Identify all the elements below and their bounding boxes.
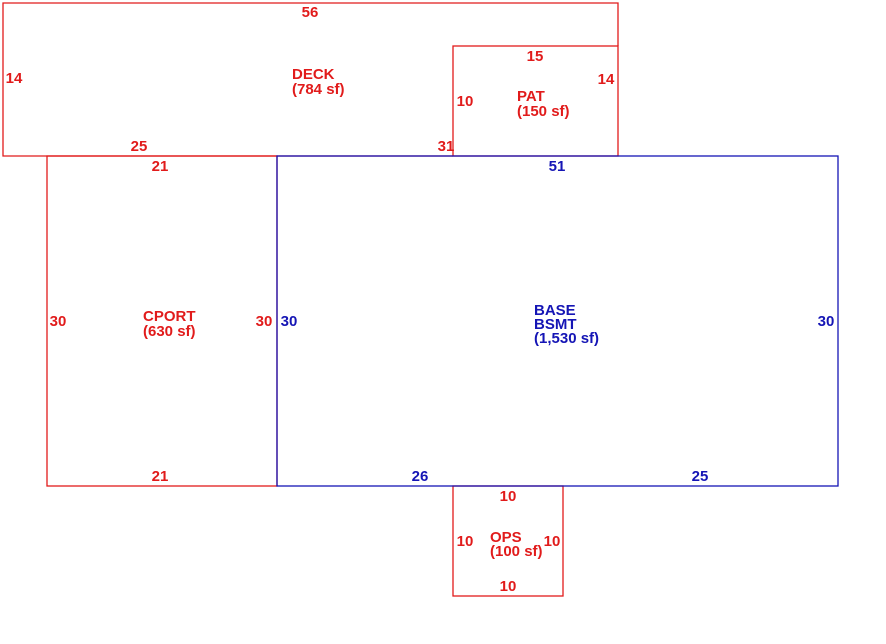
basement-area: (1,530 sf) bbox=[534, 330, 599, 347]
basement-dim-right: 30 bbox=[818, 313, 835, 330]
patio-dim-right: 14 bbox=[598, 71, 615, 88]
basement-outline bbox=[276, 155, 839, 487]
basement-name-line2: BSMT bbox=[534, 316, 577, 333]
deck-dim-top: 56 bbox=[302, 4, 319, 21]
carport-area: (630 sf) bbox=[143, 323, 196, 340]
deck-dim-bottom-right: 31 bbox=[438, 138, 455, 155]
basement-dim-bottom-left: 26 bbox=[412, 468, 429, 485]
basement-dim-left: 30 bbox=[281, 313, 298, 330]
patio-name: PAT bbox=[517, 88, 545, 105]
deck-name: DECK bbox=[292, 66, 335, 83]
carport-dim-left: 30 bbox=[50, 313, 67, 330]
patio-dim-top: 15 bbox=[527, 48, 544, 65]
basement-name-line1: BASE bbox=[534, 302, 576, 319]
patio-area: (150 sf) bbox=[517, 103, 570, 120]
open-porch-area: (100 sf) bbox=[490, 543, 543, 560]
deck-dim-left: 14 bbox=[6, 70, 23, 87]
open-porch-dim-left: 10 bbox=[457, 533, 474, 550]
basement-dim-bottom-right: 25 bbox=[692, 468, 709, 485]
basement-dim-top: 51 bbox=[549, 158, 566, 175]
patio-dim-left: 10 bbox=[457, 93, 474, 110]
carport-dim-top: 21 bbox=[152, 158, 169, 175]
open-porch-name: OPS bbox=[490, 529, 522, 546]
deck-dim-bottom-left: 25 bbox=[131, 138, 148, 155]
open-porch-dim-right: 10 bbox=[544, 533, 561, 550]
deck-area: (784 sf) bbox=[292, 81, 345, 98]
carport-name: CPORT bbox=[143, 308, 196, 325]
carport-dim-bottom: 21 bbox=[152, 468, 169, 485]
open-porch-dim-top: 10 bbox=[500, 488, 517, 505]
open-porch-dim-bottom: 10 bbox=[500, 578, 517, 595]
carport-dim-right: 30 bbox=[256, 313, 273, 330]
